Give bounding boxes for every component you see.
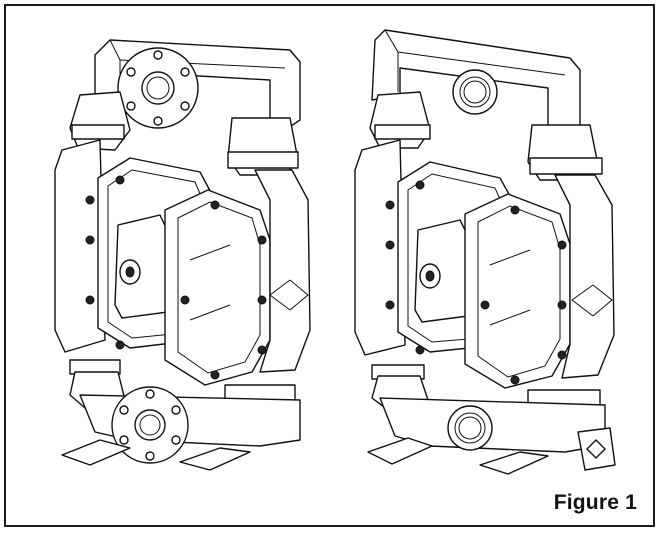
bottom-threaded-port [447,405,493,451]
flanged-pump-drawing [54,39,311,471]
threaded-pump-drawing [354,29,616,475]
figure-caption: Figure 1 [553,491,637,514]
top-threaded-port [452,69,498,115]
